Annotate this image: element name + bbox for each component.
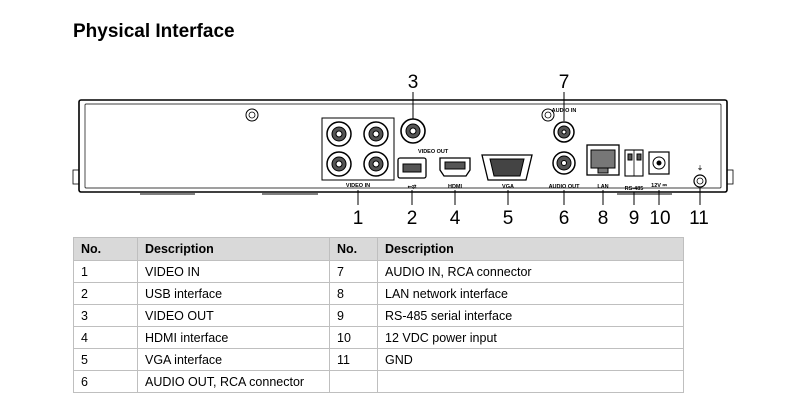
- video-out-label: VIDEO OUT: [418, 149, 449, 155]
- cell-description: 12 VDC power input: [377, 326, 684, 349]
- callout-2: 2: [407, 208, 418, 229]
- bnc-icon: [326, 121, 352, 147]
- callout-8: 8: [598, 208, 609, 229]
- rs485-label: RS-485: [625, 186, 644, 192]
- cell-description: RS-485 serial interface: [377, 304, 684, 327]
- table-row: 4 HDMI interface 10 12 VDC power input: [73, 326, 684, 349]
- interface-table: No. Description No. Description 1 VIDEO …: [73, 237, 684, 393]
- cell-description: VIDEO OUT: [137, 304, 330, 327]
- vga-port: [481, 154, 533, 181]
- callout-11: 11: [689, 208, 709, 229]
- cell-description: LAN network interface: [377, 282, 684, 305]
- page-title: Physical Interface: [73, 21, 235, 42]
- cell-no: [329, 370, 378, 393]
- cell-no: 1: [73, 260, 138, 283]
- header-description: Description: [377, 237, 684, 261]
- cell-description: USB interface: [137, 282, 330, 305]
- callout-7: 7: [559, 72, 570, 93]
- cell-no: 9: [329, 304, 378, 327]
- callout-4: 4: [450, 208, 461, 229]
- screw-icon: [541, 108, 555, 122]
- cell-no: 4: [73, 326, 138, 349]
- lan-port: [586, 144, 620, 176]
- video-in-label: VIDEO IN: [346, 183, 370, 189]
- bnc-icon: [363, 151, 389, 177]
- rear-panel-diagram: VIDEO IN VIDEO OUT ⭠⇄ HDMI VGA AUDIO IN …: [72, 72, 734, 229]
- cell-no: 6: [73, 370, 138, 393]
- header-no: No.: [329, 237, 378, 261]
- callout-leaders: [357, 92, 701, 205]
- cell-no: 11: [329, 348, 378, 371]
- hdmi-label: HDMI: [448, 184, 463, 190]
- cell-description: AUDIO IN, RCA connector: [377, 260, 684, 283]
- screw-icon: [245, 108, 259, 122]
- chassis: [72, 99, 734, 195]
- usb-icon: ⭠⇄: [408, 184, 417, 190]
- table-header-row: No. Description No. Description: [73, 237, 684, 261]
- table-row: 1 VIDEO IN 7 AUDIO IN, RCA connector: [73, 260, 684, 283]
- bnc-icon: [363, 121, 389, 147]
- callout-6: 6: [559, 208, 570, 229]
- cell-no: 7: [329, 260, 378, 283]
- table-row: 2 USB interface 8 LAN network interface: [73, 282, 684, 305]
- table-row: 5 VGA interface 11 GND: [73, 348, 684, 371]
- cell-description: GND: [377, 348, 684, 371]
- callout-9: 9: [629, 208, 640, 229]
- cell-description: HDMI interface: [137, 326, 330, 349]
- cell-no: 5: [73, 348, 138, 371]
- cell-no: 3: [73, 304, 138, 327]
- cell-no: 10: [329, 326, 378, 349]
- gnd-terminal: [693, 174, 707, 188]
- table-row: 3 VIDEO OUT 9 RS-485 serial interface: [73, 304, 684, 327]
- callout-3: 3: [408, 72, 419, 93]
- cell-no: 8: [329, 282, 378, 305]
- usb-port: [397, 157, 427, 179]
- header-no: No.: [73, 237, 138, 261]
- vga-label: VGA: [502, 184, 514, 190]
- cell-description: AUDIO OUT, RCA connector: [137, 370, 330, 393]
- cell-description: [377, 370, 684, 393]
- header-description: Description: [137, 237, 330, 261]
- ground-icon: ⏚: [697, 165, 703, 172]
- audio-in-port: [553, 121, 575, 143]
- video-out-port: [400, 118, 426, 144]
- power-label: 12V ⎓: [651, 183, 667, 189]
- bnc-icon: [326, 151, 352, 177]
- rs485-port: [624, 149, 644, 177]
- power-port: [648, 151, 670, 175]
- cell-description: VGA interface: [137, 348, 330, 371]
- cell-description: VIDEO IN: [137, 260, 330, 283]
- cell-no: 2: [73, 282, 138, 305]
- table-row: 6 AUDIO OUT, RCA connector: [73, 370, 684, 393]
- hdmi-port: [439, 157, 471, 177]
- lan-label: LAN: [597, 184, 608, 190]
- audio-out-port: [552, 151, 576, 175]
- audio-out-label: AUDIO OUT: [549, 184, 581, 190]
- video-in-port: [321, 117, 395, 181]
- callout-1: 1: [353, 208, 364, 229]
- callout-10: 10: [649, 208, 670, 229]
- callout-5: 5: [503, 208, 514, 229]
